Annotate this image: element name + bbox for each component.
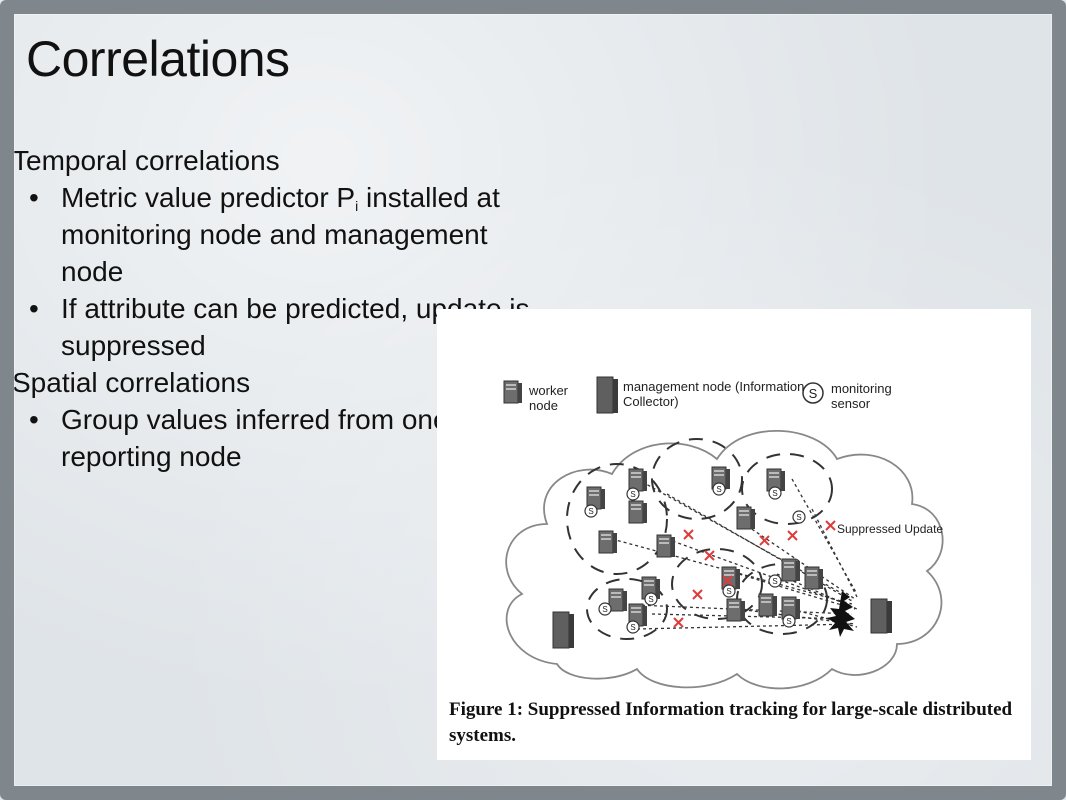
- legend-monitoring-label: monitoring sensor: [831, 381, 892, 411]
- figure-diagram: S S: [503, 376, 944, 690]
- section-heading-spatial: Spatial correlations: [12, 367, 251, 398]
- svg-text:S: S: [809, 386, 818, 401]
- slide-title: Correlations: [26, 31, 290, 87]
- legend-management-server-icon: [596, 376, 618, 414]
- section-heading-temporal: Temporal correlations: [12, 145, 280, 176]
- legend-sensor-icon: S: [802, 382, 824, 404]
- legend-worker-server-icon: [503, 380, 523, 404]
- collector-server-icon: [827, 591, 892, 637]
- spatial-bullet-list: • Group values inferred from one reporti…: [12, 401, 532, 475]
- bullet-text: Group values inferred from one reporting…: [61, 404, 449, 472]
- legend-worker-label: worker node: [529, 383, 569, 413]
- bullet-text-post: installed at monitoring node and managem…: [61, 182, 500, 287]
- slide-body: Temporal correlations • Metric value pre…: [12, 142, 532, 475]
- bullet-icon: •: [29, 404, 39, 435]
- figure-image: S S: [437, 309, 1031, 760]
- management-server-icon: [552, 611, 574, 649]
- bullet-icon: •: [29, 182, 39, 213]
- temporal-bullet-list: • Metric value predictor Pi installed at…: [12, 179, 532, 364]
- figure-caption: Figure 1: Suppressed Information trackin…: [449, 699, 1013, 746]
- bullet-icon: •: [29, 293, 39, 324]
- bullet-subscript: i: [355, 198, 359, 214]
- bullet-item-group: • Group values inferred from one reporti…: [12, 401, 532, 475]
- suppressed-cross-icons: [673, 520, 836, 628]
- bullet-text-pre: Metric value predictor P: [61, 182, 356, 213]
- suppressed-update-label: Suppressed Update: [837, 522, 944, 536]
- bullet-item-predictor: • Metric value predictor Pi installed at…: [12, 179, 532, 290]
- legend-management-label: management node (Information Collector): [623, 379, 805, 409]
